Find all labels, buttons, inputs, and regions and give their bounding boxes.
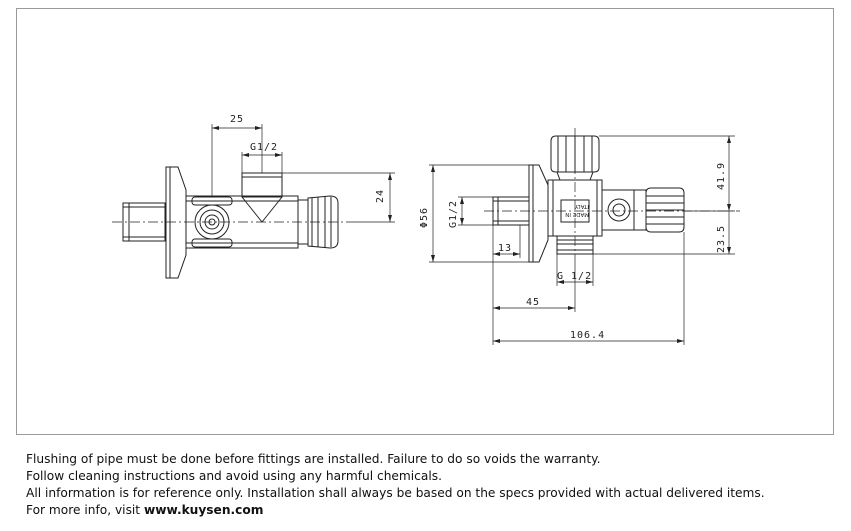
note-more-info: For more info, visit www.kuysen.com — [26, 502, 836, 519]
left-valve-view — [112, 124, 395, 279]
right-top-handwheel — [550, 135, 600, 173]
note-more-info-prefix: For more info, visit — [26, 503, 144, 517]
dim-left-24: 24 — [375, 189, 386, 203]
notes-block: Flushing of pipe must be done before fit… — [26, 451, 836, 519]
dim-right-diameter: Φ56 — [419, 207, 430, 228]
dim-right-g12-bottom: G 1/2 — [557, 271, 592, 282]
dim-right-23-5: 23.5 — [716, 225, 727, 253]
note-reference: All information is for reference only. I… — [26, 486, 765, 500]
left-inlet-pipe — [122, 202, 166, 242]
note-flushing: Flushing of pipe must be done before fit… — [26, 452, 601, 466]
dim-right-g12-side: G1/2 — [448, 200, 459, 228]
right-valve-view — [429, 128, 740, 345]
left-handwheel — [307, 195, 339, 249]
right-side-handwheel — [645, 187, 685, 233]
right-side-port — [607, 198, 631, 222]
dim-right-41-9: 41.9 — [716, 162, 727, 190]
dim-left-25: 25 — [230, 114, 244, 125]
dim-left-g12: G1/2 — [250, 142, 278, 153]
right-side-branch — [601, 189, 647, 231]
right-flange — [528, 164, 549, 263]
dim-right-13: 13 — [498, 243, 512, 254]
note-cleaning: Follow cleaning instructions and avoid u… — [26, 469, 442, 483]
left-flange — [165, 166, 187, 279]
dim-right-106: 106.4 — [570, 330, 605, 341]
technical-drawing: 25 G1/2 24 — [112, 114, 740, 345]
dim-right-45: 45 — [526, 297, 540, 308]
stamp-italy: ITALY — [574, 203, 589, 209]
drawing-frame — [16, 8, 834, 435]
website-link[interactable]: www.kuysen.com — [143, 503, 264, 517]
stamp-made-in: MADE IN — [565, 211, 589, 217]
